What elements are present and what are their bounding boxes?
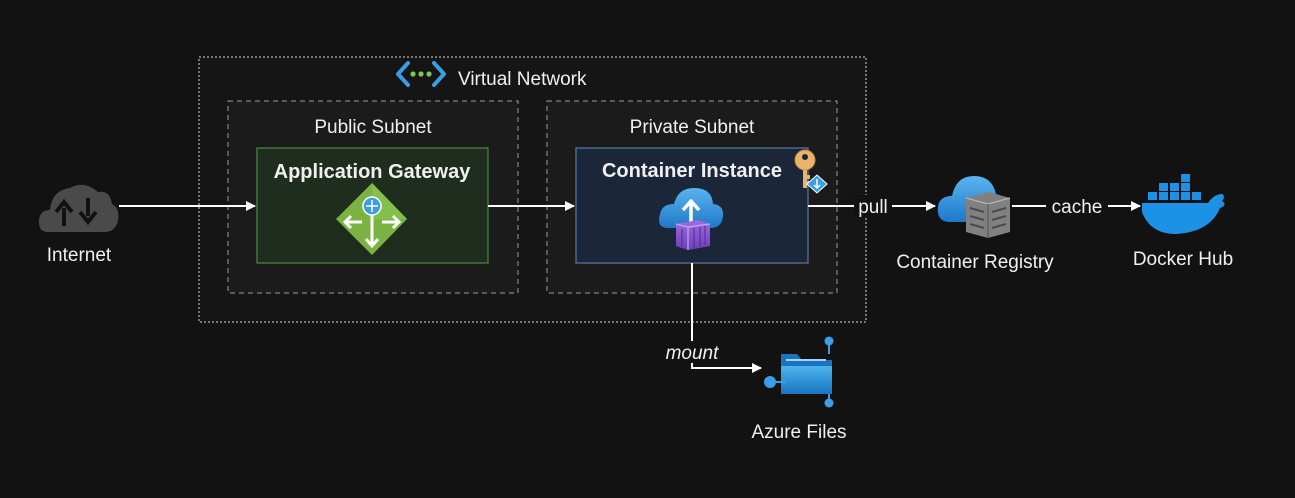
application-gateway-icon <box>336 183 407 255</box>
public-subnet-label: Public Subnet <box>314 117 432 138</box>
virtual-network-label: Virtual Network <box>458 69 587 90</box>
edge-cache-label: cache <box>1052 197 1103 218</box>
docker-hub-label: Docker Hub <box>1133 249 1233 270</box>
container-instance-label: Container Instance <box>602 160 782 182</box>
edge-mount-label: mount <box>666 343 720 364</box>
edge-pull-label: pull <box>858 197 888 218</box>
edge-pull-label-bg <box>854 195 892 217</box>
azure-files-label: Azure Files <box>751 422 846 443</box>
private-subnet-label: Private Subnet <box>630 117 755 138</box>
container-instance-icon <box>659 188 724 250</box>
container-registry-label: Container Registry <box>896 252 1054 273</box>
edge-cache-label-bg <box>1046 195 1108 217</box>
docker-whale-icon <box>1142 174 1225 234</box>
edge-container-instance-to-azure-files <box>691 263 762 373</box>
container-registry-icon <box>937 176 1011 238</box>
virtual-network-icon <box>396 61 446 87</box>
internet-icon <box>38 184 119 232</box>
azure-files-icon <box>764 336 834 408</box>
edge-mount-label-bg <box>660 341 724 363</box>
application-gateway-label: Application Gateway <box>274 161 472 183</box>
internet-label: Internet <box>47 245 112 266</box>
key-icon <box>794 149 828 194</box>
